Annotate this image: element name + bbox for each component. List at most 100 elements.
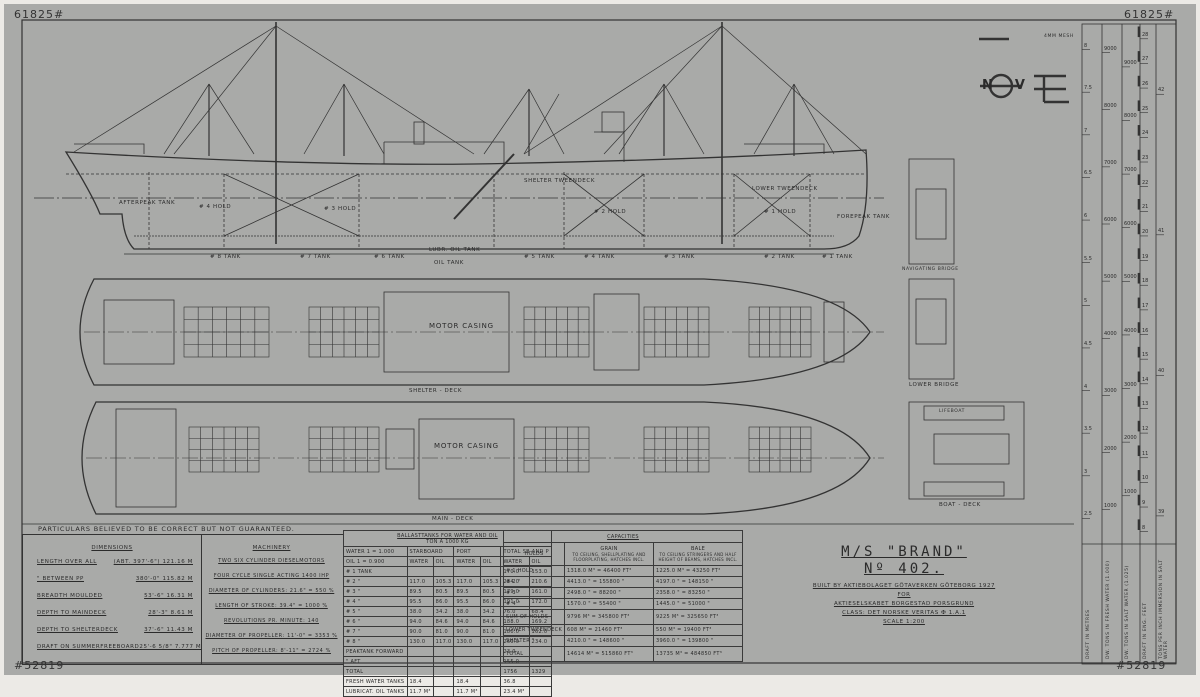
feet-mark [1137, 470, 1141, 481]
feet-mark [1137, 174, 1141, 185]
hatch [308, 426, 380, 473]
scale-tick-label: 12 [1142, 426, 1149, 433]
scale-line: SCALE 1:200 [883, 619, 925, 625]
bale-header: BALE [691, 546, 706, 552]
machinery-line: PITCH OF PROPELLER: 8'-11" = 2724 % [212, 648, 331, 654]
ballast-tank-name: # 1 TANK [343, 566, 408, 577]
oil-tank-label: OIL TANK [434, 260, 464, 266]
ship-name: M/S "BRAND" [841, 544, 967, 560]
scale-tick-label: 39 [1158, 508, 1165, 515]
ballast-cell [479, 676, 502, 687]
capacity-cell: 4210.0 " = 148600 " [564, 635, 655, 647]
owner-line: AKTIESELSKABET BORGESTAD PORSGRUND [833, 601, 975, 607]
dimension-label: DEPTH TO SHELTERDECK [37, 627, 118, 633]
hatch [183, 306, 270, 358]
scale-tick-label: 5000 [1124, 274, 1137, 281]
ballast-cell: 94.0 [453, 616, 481, 627]
ballast-cell: 86.0 [479, 596, 502, 607]
feet-mark [1137, 420, 1141, 432]
forepeak-label: FOREPEAK TANK [837, 214, 890, 220]
dimension-label: DRAFT ON SUMMERFREEBOARD [37, 644, 140, 650]
ballast-cell: 105.3 [479, 576, 502, 587]
ballast-cell [479, 656, 502, 667]
ballast-cell: 81.0 [432, 626, 455, 637]
ballast-cell [479, 686, 502, 697]
scale-tick-label: 6000 [1124, 220, 1137, 227]
ballast-cell: 90.0 [453, 626, 481, 637]
afterpeak-label: AFTERPEAK TANK [119, 200, 176, 206]
ballast-tank-name: # 6 " [343, 616, 408, 627]
scale-tick-label: 4 [1084, 383, 1088, 390]
scale-tick-label: 1000 [1104, 502, 1117, 509]
capacity-cell: 2358.0 " = 83250 " [653, 587, 744, 599]
dimension-value: 28'-3" 8.61 m [148, 610, 193, 616]
hatch [643, 306, 710, 358]
starboard-header: STARBOARD [406, 546, 455, 557]
ballast-cell: 18.4 [406, 676, 434, 687]
dimensions-title: DIMENSIONS [91, 545, 133, 551]
ballast-cell: 38.0 [406, 606, 434, 617]
cargo-hatches [183, 306, 812, 473]
ballast-cell: 117.0 [406, 576, 434, 587]
ballast-tank-name: LUBRICAT. OIL TANKS [343, 686, 408, 697]
lifeboat-label: LIFEBOAT [939, 409, 966, 414]
masts-rigging [73, 22, 867, 244]
scale-label-fresh: DW. TONS IN FRESH WATER (1.000) [1106, 560, 1111, 659]
scale-tick-label: 2000 [1104, 445, 1117, 452]
capacity-row: # 4 "1570.0 " = 55400 "1445.0 " = 51000 … [502, 598, 744, 610]
capacity-cell: 608 m³ = 21460 ft³ [564, 624, 655, 636]
tank-6-label: # 6 TANK [374, 254, 405, 260]
hatch [523, 306, 590, 358]
ballast-cell: 94.0 [406, 616, 434, 627]
scale-tick-label: 8000 [1104, 102, 1117, 109]
feet-mark [1137, 322, 1141, 333]
ballast-cell [453, 666, 481, 677]
capacity-cell: 1445.0 " = 51000 " [653, 598, 744, 610]
capacity-hold: # 4 " [502, 598, 566, 610]
machinery-line: DIAMETER OF CYLINDERS: 21.6" = 550 % [208, 588, 335, 594]
scale-tick-label: 23 [1142, 155, 1149, 161]
dimension-value: 25'-6 5/8" 7.777 m [139, 644, 202, 650]
ballast-cell [432, 686, 455, 697]
mesh-label: 4mm MESH [1044, 34, 1074, 39]
motor-casing-label-shelter: MOTOR CASING [429, 322, 494, 330]
feet-mark [1137, 51, 1141, 62]
scale-tick-label: 2000 [1124, 435, 1137, 442]
scale-tick-label: 4000 [1124, 327, 1137, 334]
drawing-number-top-right: 61825# [1124, 8, 1175, 21]
dimensions-box: DIMENSIONS LENGTH OVER ALL(ABT. 397'-6")… [22, 534, 202, 665]
freeboard-mark-letters: NV [982, 78, 1047, 93]
scale-tick-label: 5000 [1104, 274, 1117, 281]
capacity-hold: # 3 " [502, 587, 566, 599]
ballast-cell: 95.5 [406, 596, 434, 607]
capacity-cell: 1225.0 m³ = 43250 ft³ [653, 565, 744, 577]
machinery-line: LENGTH OF STROKE: 39.4" = 1000 % [215, 603, 328, 609]
scale-tick-label: 6 [1084, 213, 1088, 220]
feet-mark [1137, 297, 1141, 309]
tank-2-label: # 2 TANK [764, 254, 795, 260]
feet-mark [1137, 223, 1141, 235]
ballast-cell: 34.2 [479, 606, 502, 617]
capacity-hold: SHELTER " [502, 635, 566, 647]
ballast-cell: 18.4 [453, 676, 481, 687]
for-line: FOR [897, 592, 911, 598]
lubr-oil-tank-label: LUBR. OIL TANK [429, 247, 481, 253]
ballast-cell: 90.0 [406, 626, 434, 637]
ballast-cell: 89.5 [453, 586, 481, 597]
feet-mark [1137, 371, 1141, 383]
scale-tick-label: 20 [1142, 228, 1149, 235]
feet-mark [1137, 494, 1141, 506]
col-oil: OIL [479, 556, 502, 567]
scale-tick-label: 9000 [1124, 59, 1137, 66]
scale-tick-label: 22 [1142, 179, 1149, 186]
scale-tick-label: 25 [1142, 105, 1149, 112]
ballast-cell: 38.0 [453, 606, 481, 617]
hatch [748, 306, 812, 358]
ballast-tank-name: # 3 " [343, 586, 408, 597]
scale-tick-label: 5 [1084, 298, 1088, 305]
scale-tick-label: 3000 [1104, 388, 1117, 395]
